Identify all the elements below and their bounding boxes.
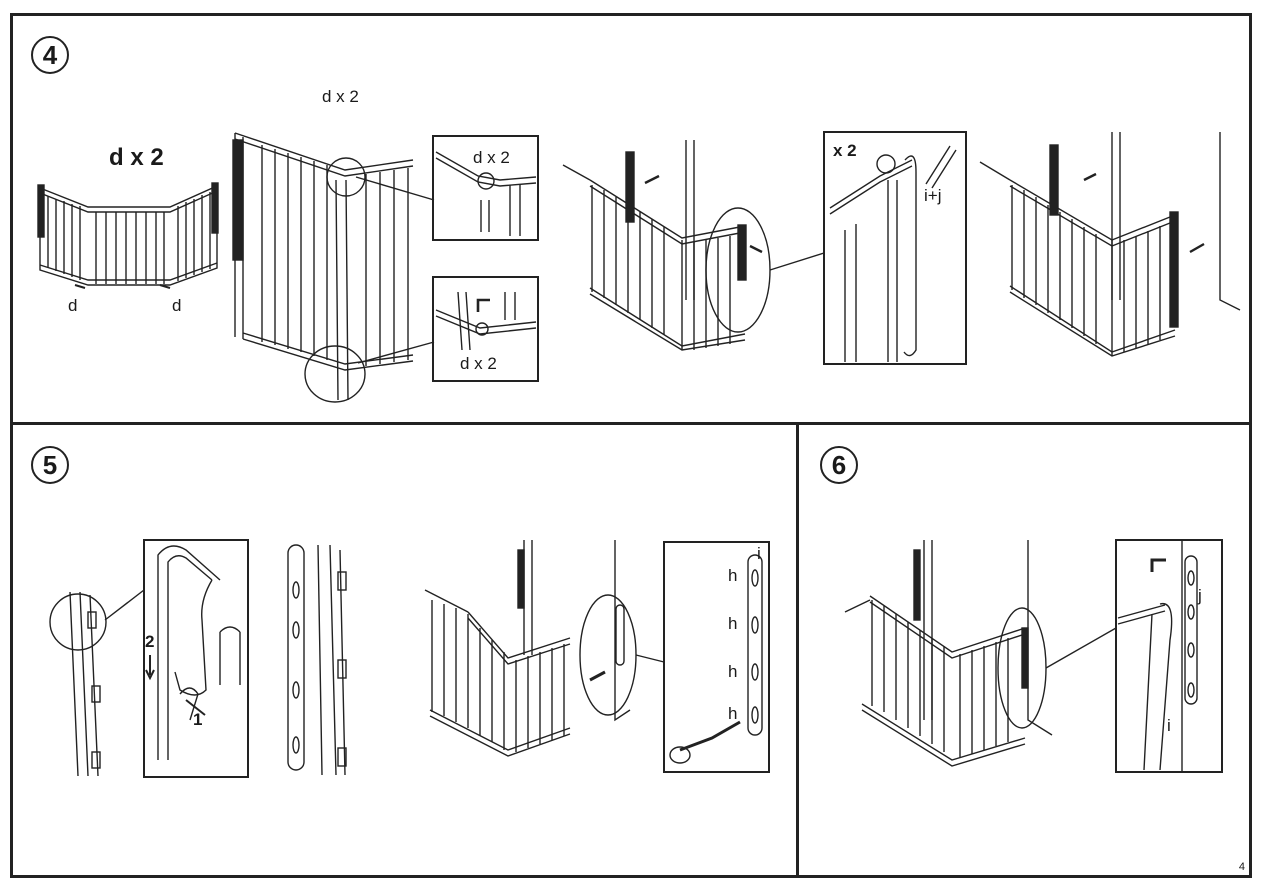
fence-three-panel-wall (562, 140, 825, 351)
label-step4-d-right: d (172, 296, 182, 315)
label-step4-quantity-large: d x 2 (109, 144, 164, 171)
label-step6-i: i (1167, 716, 1171, 735)
inset-x2-detail (829, 145, 957, 362)
bracket-pair (287, 544, 347, 776)
inset-bracket-detail (145, 545, 241, 760)
fence-three-panel-final (979, 132, 1241, 357)
label-inset-bottom-quantity: d x 2 (460, 354, 497, 373)
fence-wall-mount (424, 540, 665, 757)
label-i-plus-j: i+j (924, 186, 942, 205)
step-number-6: 6 (820, 446, 858, 484)
fence-step6 (844, 540, 1117, 767)
step-number-5: 5 (31, 446, 69, 484)
label-step5-h-2: h (728, 614, 738, 633)
inset-screw-detail (669, 554, 763, 764)
bracket-side-view (49, 589, 145, 777)
label-step4-quantity-top: d x 2 (322, 87, 359, 106)
label-step4-d-left: d (68, 296, 78, 315)
step-6-panel (796, 422, 1252, 878)
inset-pole-bottom (432, 276, 539, 382)
label-step5-h-4: h (728, 704, 738, 723)
label-x2: x 2 (833, 141, 857, 160)
label-inset-top-quantity: d x 2 (473, 148, 510, 167)
inset-bracket-release (143, 539, 249, 778)
fence-with-pole (232, 132, 435, 403)
label-step5-h-1: h (728, 566, 738, 585)
page-number: 4 (1238, 861, 1245, 873)
label-step5-h-3: h (728, 662, 738, 681)
step-number-4: 4 (31, 36, 69, 74)
inset-lock-detail (1117, 540, 1198, 772)
inset-lock-slide (1115, 539, 1223, 773)
inset-pole-top (432, 135, 539, 241)
inset-bottom-detail (435, 291, 537, 351)
inset-x2 (823, 131, 967, 365)
label-step6-j: j (1198, 586, 1202, 605)
inset-screw-mount (663, 541, 770, 773)
label-step5-action-2: 2 (145, 632, 155, 651)
label-step5-action-1: 1 (193, 710, 203, 729)
inset-top-detail (435, 151, 537, 236)
fence-hexagon-small (37, 182, 219, 289)
label-step5-i: i (757, 544, 761, 563)
